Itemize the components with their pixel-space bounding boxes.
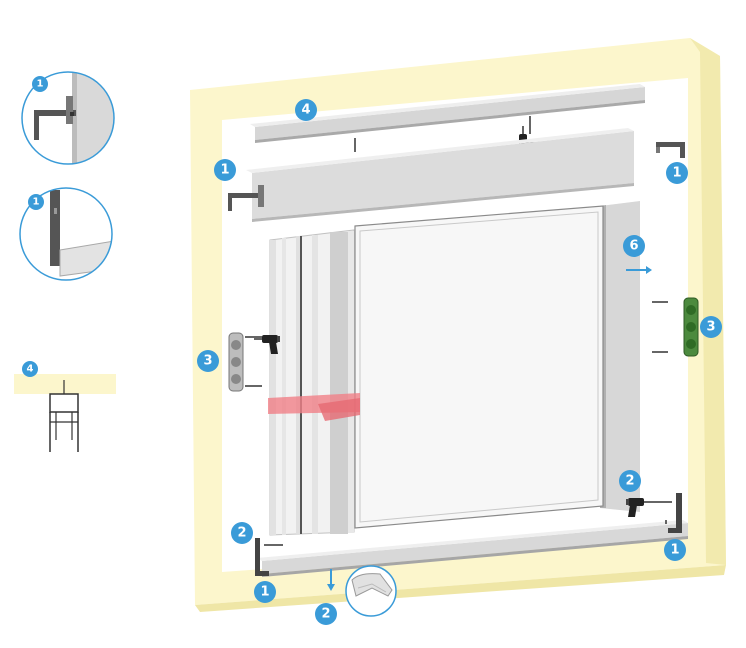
drill-icon: [254, 335, 280, 354]
svg-text:2: 2: [321, 607, 330, 622]
screw-icon: [648, 501, 672, 524]
bracket-icon: [255, 538, 269, 576]
svg-text:1: 1: [670, 543, 679, 558]
mesh-panel: [354, 205, 604, 529]
badge-left-clips: 3: [197, 350, 219, 372]
badge-right-clips: 3: [700, 316, 722, 338]
badge-top-rail: 4: [295, 99, 317, 121]
arrow-icon: [626, 266, 652, 274]
badge-inset-bottom-bracket: 1: [28, 194, 44, 210]
svg-text:4: 4: [27, 364, 34, 375]
svg-text:2: 2: [625, 474, 634, 489]
badge-bottom-left-corner: 1: [254, 581, 276, 603]
svg-text:3: 3: [203, 354, 212, 369]
svg-text:3: 3: [706, 320, 715, 335]
screen-frame: [268, 201, 640, 536]
badge-bottom-arrow: 2: [315, 603, 337, 625]
svg-text:1: 1: [37, 79, 44, 90]
badge-inset-top-bracket: 1: [32, 76, 48, 92]
inset-rail-section: [14, 374, 116, 452]
svg-text:4: 4: [301, 103, 310, 118]
screw-icon: [245, 336, 262, 387]
top-rail: [250, 84, 645, 143]
wall-frame-bottom-depth: [195, 565, 726, 612]
badge-pull-direction: 6: [623, 235, 645, 257]
wall-frame-depth: [690, 38, 726, 565]
badge-bottom-right-corner: 1: [664, 539, 686, 561]
inset-bottom-profile: [345, 565, 397, 617]
svg-text:2: 2: [237, 526, 246, 541]
svg-text:1: 1: [672, 166, 681, 181]
bracket-icon: [656, 142, 685, 158]
svg-text:6: 6: [629, 239, 638, 254]
svg-text:1: 1: [220, 163, 229, 178]
cassette-box: [246, 128, 634, 222]
bracket-icon: [668, 493, 682, 533]
badge-bottom-left-bracket: 2: [231, 522, 253, 544]
screw-icon: [652, 301, 668, 353]
screw-icon: [354, 116, 531, 152]
bracket-icon: [228, 185, 264, 211]
badge-right-drill: 2: [619, 470, 641, 492]
badge-top-right-bracket: 1: [666, 162, 688, 184]
inset-bottom-bracket: [19, 187, 113, 281]
svg-text:1: 1: [33, 197, 40, 208]
arrow-icon: [327, 569, 335, 591]
badge-cassette-left-bracket: 1: [214, 159, 236, 181]
badge-inset-rail-section: 4: [22, 361, 38, 377]
svg-text:1: 1: [260, 585, 269, 600]
clip-icon: [683, 297, 699, 357]
clip-icon: [228, 332, 244, 392]
